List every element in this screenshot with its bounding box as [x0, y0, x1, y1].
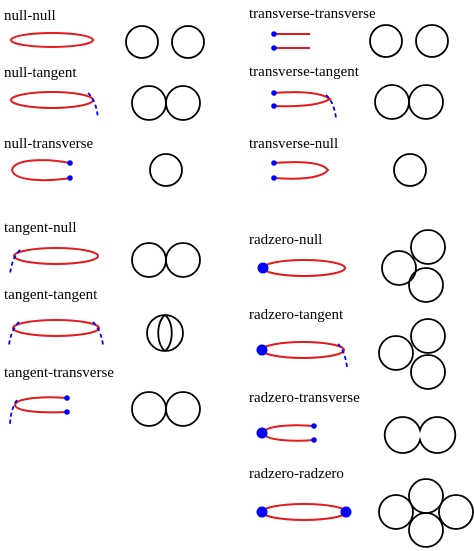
- circle-shape: [165, 242, 201, 278]
- radzero-dot: [256, 344, 268, 356]
- radzero-dot: [256, 427, 268, 439]
- circle-shape: [374, 84, 410, 120]
- open-curve: [274, 33, 310, 49]
- open-curve: [261, 424, 315, 442]
- open-curve: [273, 91, 332, 108]
- case-label: transverse-null: [249, 136, 338, 152]
- circle-shape: [410, 354, 446, 390]
- case-null-tangent: null-tangent: [4, 65, 201, 121]
- tangent-line: [337, 343, 348, 368]
- case-null-null: null-null: [4, 8, 205, 59]
- case-label: tangent-transverse: [4, 365, 114, 381]
- tangent-line: [87, 92, 99, 119]
- circle-shape: [131, 242, 167, 278]
- case-radzero-null: radzero-null: [249, 229, 446, 303]
- open-curve: [273, 161, 330, 180]
- case-label: transverse-transverse: [249, 6, 376, 22]
- circle-shape: [369, 24, 403, 58]
- case-label: radzero-transverse: [249, 390, 360, 406]
- tangent-line: [8, 321, 20, 346]
- circle-shape: [408, 267, 444, 303]
- case-tangent-transverse: tangent-transverse: [4, 365, 201, 427]
- case-tangent-tangent: tangent-tangent: [4, 287, 184, 352]
- circle-shape: [146, 314, 184, 352]
- endpoint-dot: [64, 395, 70, 401]
- circle-shape: [378, 494, 414, 530]
- endpoint-dot: [271, 45, 277, 51]
- circle-shape: [131, 391, 167, 427]
- circle-shape: [165, 85, 201, 121]
- endpoint-dot: [311, 437, 317, 443]
- endpoint-dot: [67, 160, 73, 166]
- case-tangent-null: tangent-null: [4, 220, 201, 278]
- case-transverse-null: transverse-null: [249, 136, 427, 187]
- ellipse-curve: [261, 503, 347, 521]
- circle-shape: [125, 25, 159, 59]
- case-label: transverse-tangent: [249, 64, 360, 80]
- endpoint-dot: [64, 409, 70, 415]
- circle-shape: [381, 250, 417, 286]
- circle-shape: [131, 85, 167, 121]
- circle-shape: [408, 512, 444, 548]
- endpoint-dot: [271, 160, 277, 166]
- open-curve: [10, 159, 71, 182]
- radzero-dot: [257, 262, 269, 274]
- pinched-loop: [383, 416, 457, 454]
- endpoint-dot: [271, 103, 277, 109]
- case-radzero-tangent: radzero-tangent: [249, 307, 446, 390]
- radzero-dot: [340, 506, 352, 518]
- tangent-line: [9, 399, 18, 425]
- ellipse-curve: [10, 32, 94, 48]
- circle-shape: [165, 391, 201, 427]
- circle-shape: [410, 229, 446, 265]
- ellipse-curve: [10, 91, 94, 109]
- radzero-dot: [256, 506, 268, 518]
- ellipse-curve: [261, 341, 345, 359]
- ellipse-curve: [262, 259, 346, 277]
- endpoint-dot: [67, 175, 73, 181]
- ellipse-curve: [12, 319, 100, 337]
- tangent-line: [92, 321, 104, 346]
- tangent-line: [325, 94, 337, 119]
- endpoint-dot: [271, 175, 277, 181]
- case-label: null-tangent: [4, 65, 77, 81]
- circle-shape: [410, 318, 446, 354]
- endpoint-dot: [271, 90, 277, 96]
- circle-shape: [149, 153, 183, 187]
- circle-shape: [408, 84, 444, 120]
- circle-shape: [393, 153, 427, 187]
- open-curve: [13, 396, 68, 414]
- inner-arc: [157, 314, 166, 352]
- case-transverse-tangent: transverse-tangent: [249, 64, 444, 120]
- case-transverse-transverse: transverse-transverse: [249, 6, 449, 58]
- circle-shape: [378, 335, 414, 371]
- case-label: radzero-tangent: [249, 307, 344, 323]
- circle-shape: [415, 24, 449, 58]
- case-label: tangent-tangent: [4, 287, 98, 303]
- case-label: tangent-null: [4, 220, 76, 236]
- endpoint-dot: [271, 31, 277, 37]
- inner-arc: [164, 314, 173, 352]
- case-label: radzero-radzero: [249, 466, 344, 482]
- case-radzero-radzero: radzero-radzero: [249, 466, 474, 548]
- case-label: null-transverse: [4, 136, 93, 152]
- circle-shape: [408, 478, 444, 514]
- tangent-line: [9, 249, 21, 275]
- case-radzero-transverse: radzero-transverse: [249, 390, 457, 454]
- ellipse-curve: [13, 247, 99, 265]
- endpoint-dot: [311, 423, 317, 429]
- circle-shape: [438, 494, 474, 530]
- case-null-transverse: null-transverse: [4, 136, 183, 187]
- case-label: radzero-null: [249, 232, 322, 248]
- case-label: null-null: [4, 8, 56, 24]
- circle-shape: [171, 25, 205, 59]
